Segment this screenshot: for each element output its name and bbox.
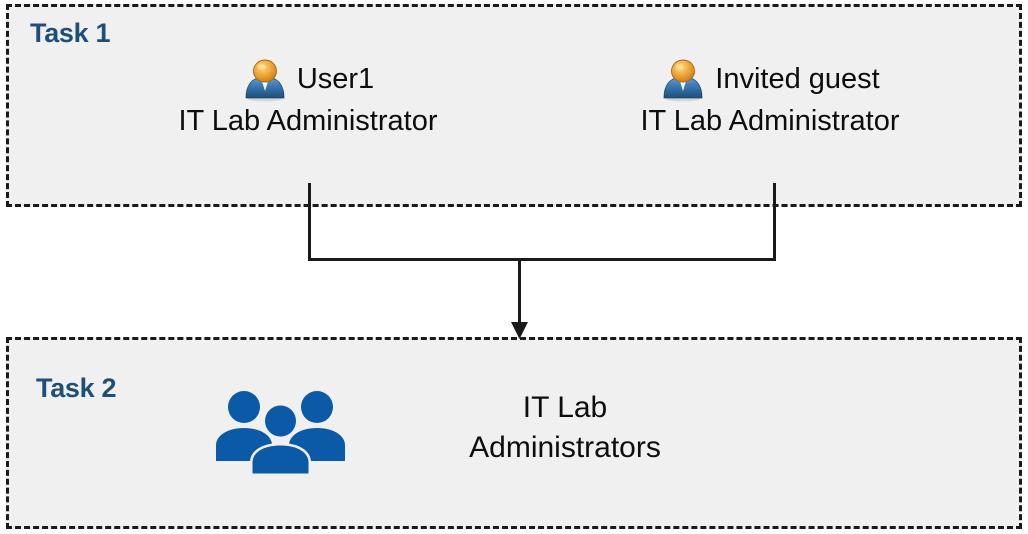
task1-user-2-role: IT Lab Administrator: [640, 105, 900, 137]
task2-label: Task 2: [36, 373, 117, 403]
task1-user-1: User1 IT Lab Administrator: [128, 58, 488, 141]
group-people-icon: [214, 388, 347, 476]
person-icon: [242, 58, 288, 102]
task1-user-1-name: User1: [296, 63, 375, 96]
task2-group-name-line2: Administrators: [469, 430, 661, 464]
task2-group-label: IT Lab Administrators: [400, 388, 730, 467]
task1-user-1-top-line: User1: [128, 58, 488, 102]
task1-container: [6, 4, 1022, 207]
person-icon: [660, 58, 706, 102]
task1-user-2: Invited guest IT Lab Administrator: [580, 58, 960, 141]
task2-container: [6, 337, 1022, 529]
task1-user-2-top-line: Invited guest: [580, 58, 960, 102]
task2-group-name-line1: IT Lab: [522, 391, 608, 424]
task1-label: Task 1: [30, 18, 111, 48]
task1-user-2-name: Invited guest: [715, 63, 880, 96]
task1-user-1-role: IT Lab Administrator: [178, 105, 438, 137]
